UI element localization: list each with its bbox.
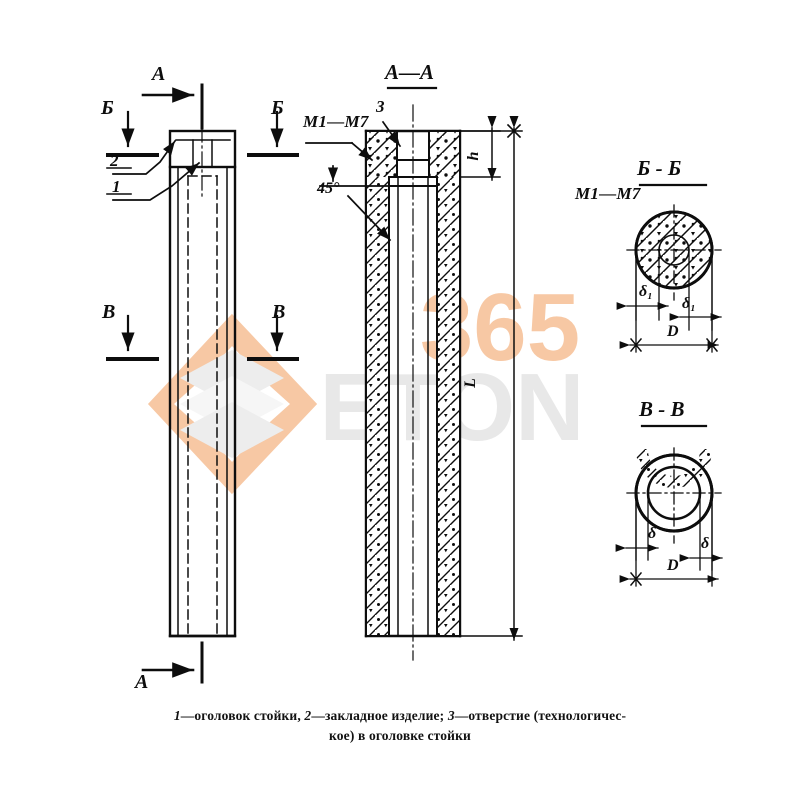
dimension-label-vv-diameter: D	[667, 557, 679, 574]
dimension-L	[459, 116, 523, 641]
section-mark-v-right	[247, 314, 299, 361]
section-mark-label-v-left: В	[102, 301, 116, 323]
anchor-leader-aa	[305, 141, 374, 162]
caption-text-1: —оголовок стойки,	[180, 708, 305, 723]
section-mark-label-b-left: Б	[101, 97, 114, 119]
hole-callout-label-aa: 3	[376, 97, 385, 116]
caption-text-2: —закладное изделие;	[311, 708, 448, 723]
section-mark-a-bottom	[141, 641, 204, 684]
dimension-label-L: L	[462, 378, 479, 388]
anchor-label-aa: M1—M7	[303, 112, 369, 131]
dimension-label-bb-delta1-right: δ₁	[682, 295, 696, 312]
elevation-view	[168, 103, 237, 638]
caption-item-2: 2	[304, 708, 312, 723]
section-mark-label-b-right: Б	[271, 97, 284, 119]
section-mark-label-a-bottom: A	[135, 671, 149, 693]
section-aa-view	[305, 86, 523, 661]
dimension-label-bb-delta1-left: δ₁	[639, 283, 653, 300]
watermark-hexagon-logo	[147, 313, 318, 495]
section-bb-view	[616, 183, 722, 353]
caption-item-3: 3	[447, 708, 455, 723]
vv-dimension-lines	[615, 491, 723, 587]
section-title-bb: Б - Б	[637, 156, 682, 180]
figure-caption: 1—оголовок стойки, 2—закладное изделие; …	[60, 706, 740, 745]
dimension-label-vv-delta-left: δ	[648, 525, 657, 542]
section-title-vv: В - В	[639, 397, 685, 421]
dimension-label-bb-diameter: D	[667, 323, 679, 340]
hole-leader-aa	[381, 120, 402, 148]
dimension-label-vv-delta-right: δ	[701, 535, 710, 552]
caption-line-2: кое) в оголовке стойки	[329, 727, 471, 743]
dimension-label-h: h	[465, 151, 482, 161]
section-title-aa: A—A	[385, 60, 435, 84]
anchor-label-bb: M1—M7	[575, 184, 641, 203]
callout-label-1: 1	[112, 177, 121, 196]
section-mark-v-left	[106, 314, 159, 361]
chamfer-45-leader	[319, 165, 401, 242]
caption-text-3: —отверстие (технологичес-	[454, 708, 627, 723]
section-vv-view	[615, 424, 723, 587]
section-mark-b-right	[247, 110, 299, 157]
bb-dimension-lines	[616, 247, 722, 353]
elevation-hidden-bore	[187, 175, 218, 637]
section-mark-b-left	[106, 110, 159, 157]
elevation-shaft	[168, 165, 237, 638]
callout-label-2: 2	[110, 151, 119, 170]
section-mark-label-a-top: A	[152, 63, 166, 85]
section-mark-label-v-right: В	[272, 301, 286, 323]
caption-item-1: 1	[173, 708, 181, 723]
angle-label-45: 45°	[317, 180, 340, 197]
section-mark-a-top	[141, 83, 204, 130]
elevation-callout-leaders	[106, 139, 201, 201]
